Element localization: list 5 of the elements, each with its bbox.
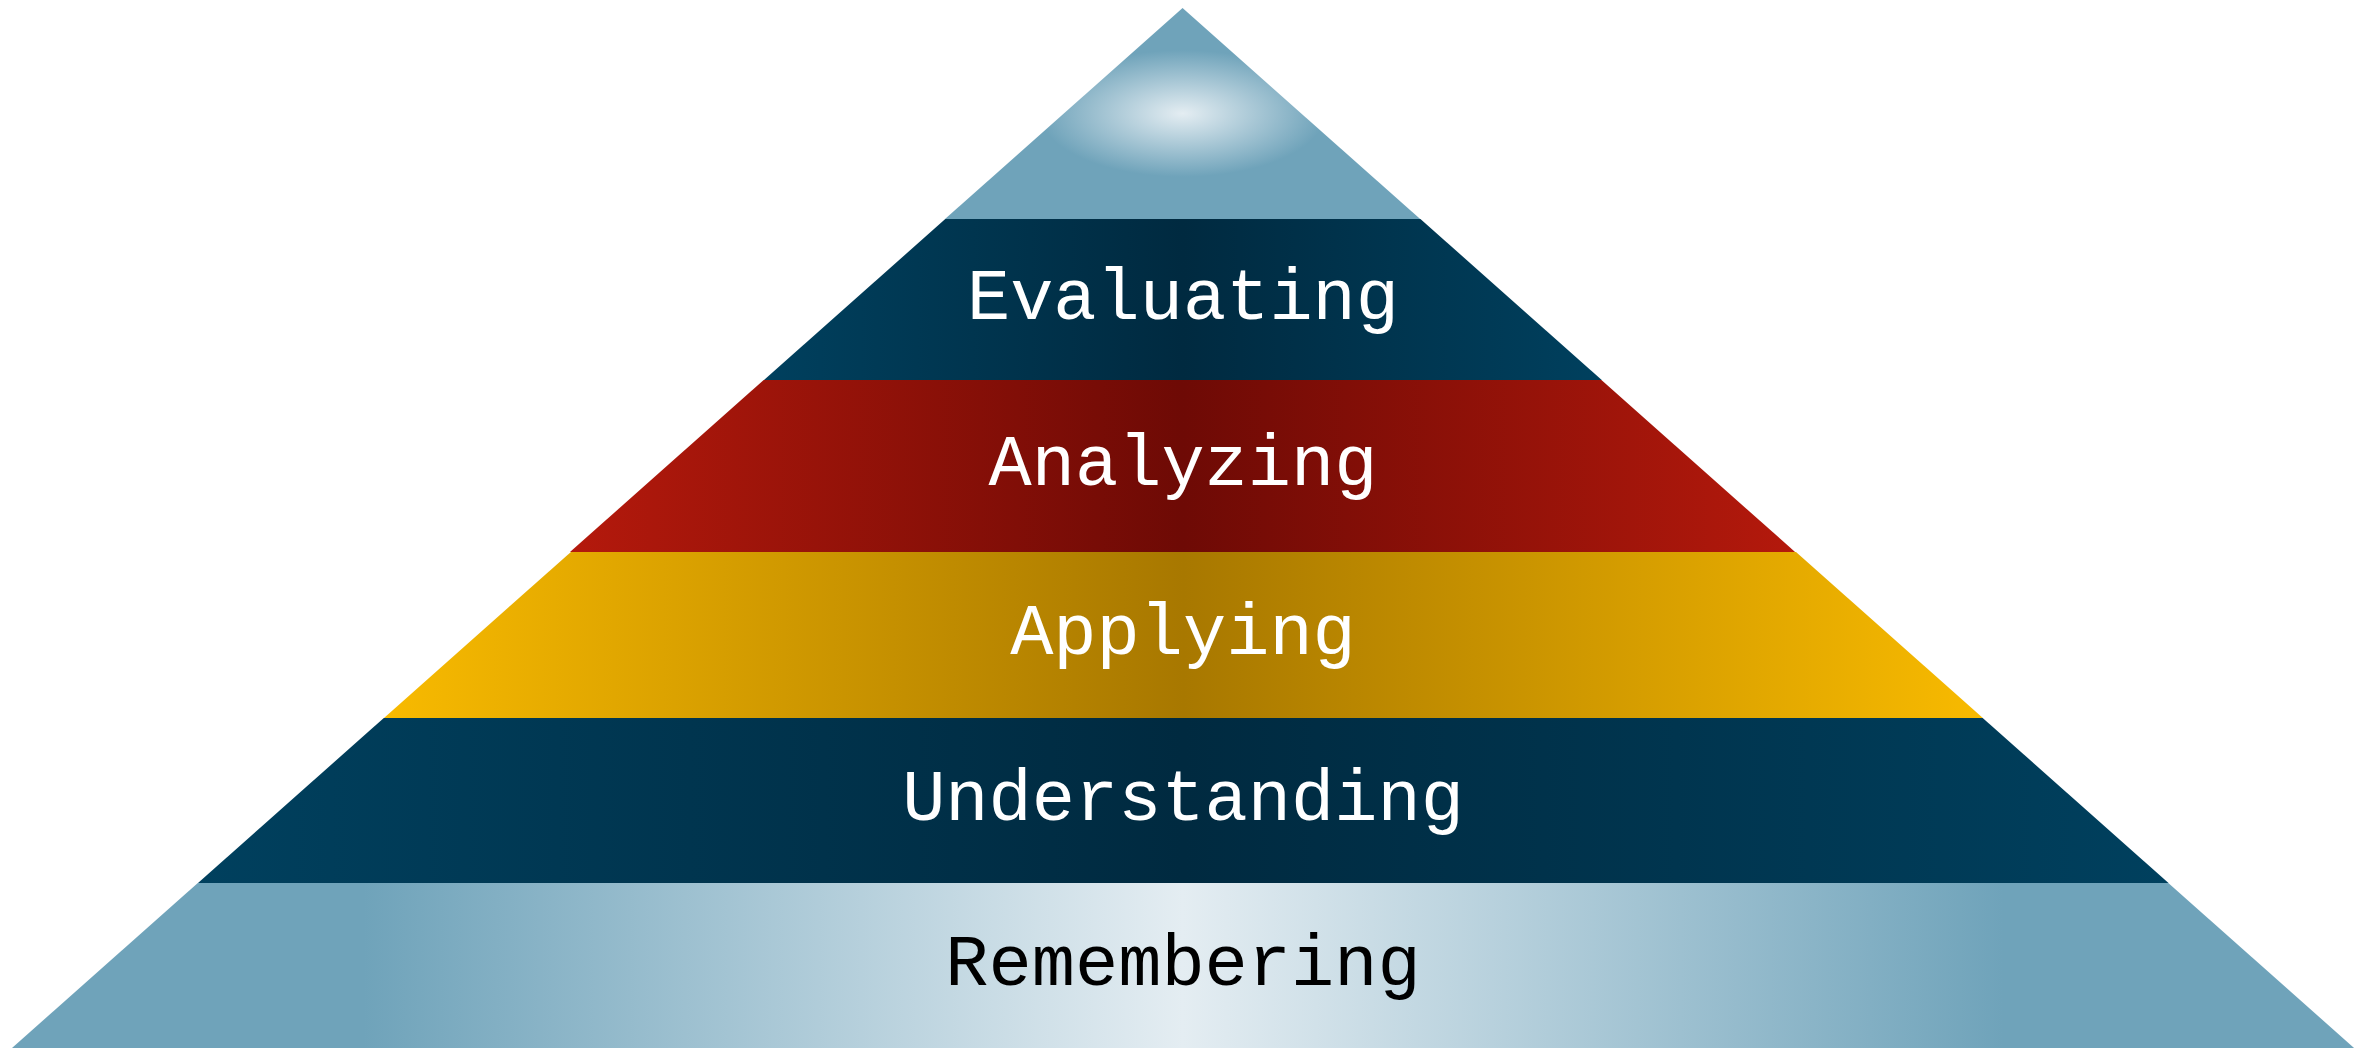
- level-label: Analyzing: [988, 430, 1378, 502]
- level-label: Remembering: [945, 929, 1421, 1002]
- level-label: Understanding: [902, 764, 1464, 837]
- level-label: Applying: [1010, 599, 1356, 671]
- level-label: Evaluating: [966, 263, 1400, 336]
